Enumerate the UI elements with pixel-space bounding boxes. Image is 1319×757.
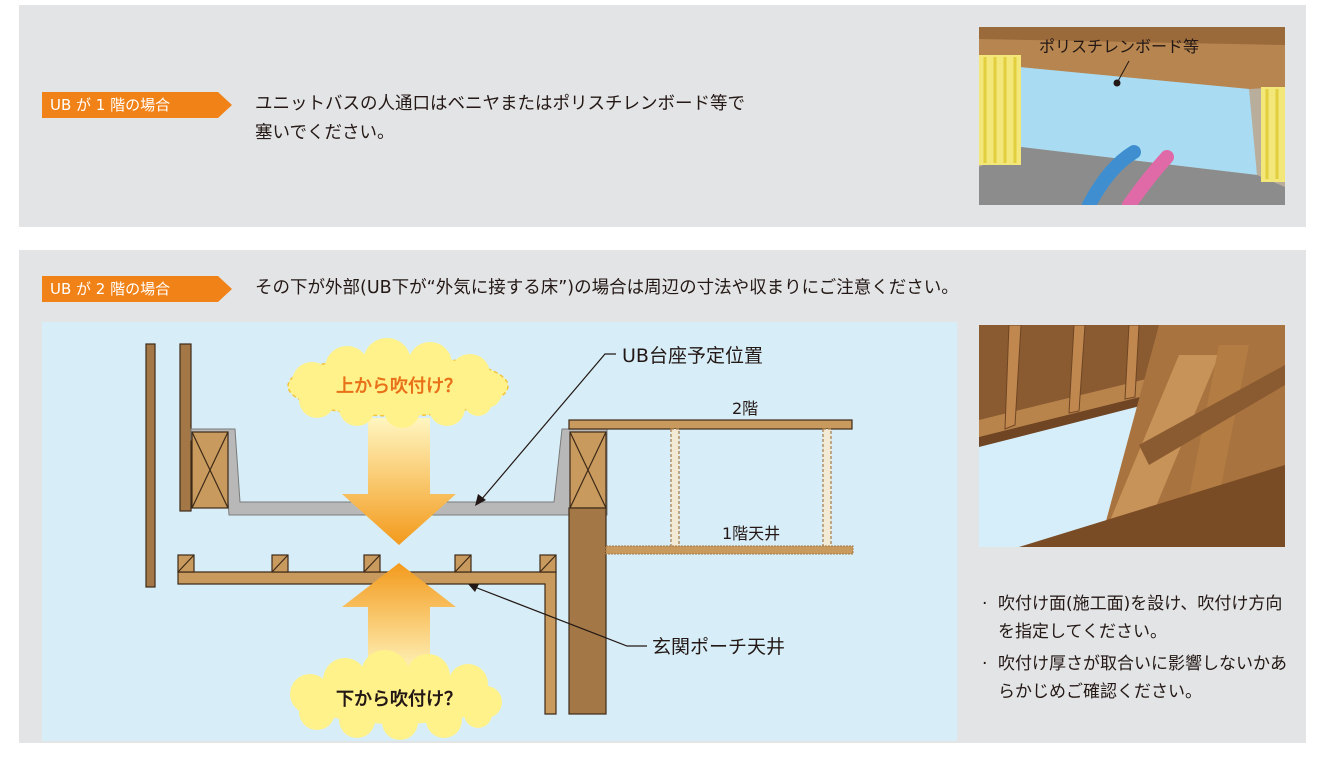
column-post <box>568 507 607 715</box>
badge-arrow-shape <box>42 92 232 118</box>
leader-porch-ceiling <box>471 585 647 647</box>
ub-2f-diagram: 上から吹付け？ 下から吹付け？ UB台座予定位置 2階 1階天井 玄関ポーチ天井 <box>42 322 957 741</box>
section1-text: ユニットバスの人通口はベニヤまたはポリスチレンボード等で 塞いでください。 <box>255 90 745 148</box>
leader-ub-base <box>480 353 616 501</box>
photo-label-polystyrene: ポリスチレンボード等 <box>1039 37 1199 56</box>
photo-polystyrene-board: ポリスチレンボード等 <box>979 27 1285 205</box>
note-text: 吹付け厚さが取合いに影響しないかあらかじめご確認ください。 <box>998 654 1287 702</box>
badge-arrow-shape <box>42 276 232 302</box>
wall-stud-outer <box>145 343 156 588</box>
badge-ub-1f-label: UB が 1 階の場合 <box>50 96 171 114</box>
cloud-spray-top: 上から吹付け？ <box>287 338 509 428</box>
section1-text-line1: ユニットバスの人通口はベニヤまたはポリスチレンボード等で <box>255 94 745 114</box>
beam-block-right <box>569 431 607 509</box>
label-ub-base: UB台座予定位置 <box>622 345 763 367</box>
porch-joists <box>177 554 557 573</box>
photo-attic-beams <box>979 325 1285 547</box>
notes-list: · 吹付け面(施工面)を設け、吹付け方向を指定してください。 · 吹付け厚さが取… <box>978 590 1288 710</box>
section1-text-line2: 塞いでください。 <box>255 123 395 143</box>
label-1f-ceiling: 1階天井 <box>722 524 780 543</box>
label-porch-ceiling: 玄関ポーチ天井 <box>652 636 785 658</box>
note-text: 吹付け面(施工面)を設け、吹付け方向を指定してください。 <box>998 594 1283 642</box>
floor-2f-beam <box>568 419 853 430</box>
badge-ub-2f-label: UB が 2 階の場合 <box>50 280 171 298</box>
ceiling-1f <box>605 545 854 555</box>
note-item: · 吹付け厚さが取合いに影響しないかあらかじめご確認ください。 <box>978 650 1288 706</box>
arrow-spray-from-top <box>342 418 456 545</box>
wall-stud-inner <box>179 343 192 512</box>
section2-heading: その下が外部(UB下が“外気に接する床”)の場合は周辺の寸法や収まりにご注意くだ… <box>255 278 959 298</box>
bullet-dot-icon: · <box>982 594 988 614</box>
note-item: · 吹付け面(施工面)を設け、吹付け方向を指定してください。 <box>978 590 1288 646</box>
cloud-spray-bottom: 下から吹付け？ <box>290 650 502 740</box>
cloud-top-label: 上から吹付け？ <box>336 375 462 397</box>
arrow-spray-from-bottom <box>342 563 456 675</box>
label-2f: 2階 <box>732 399 758 418</box>
beam-block-left <box>191 431 229 509</box>
bullet-dot-icon: · <box>982 654 988 674</box>
ceiling-hanger-right <box>822 428 832 551</box>
cloud-bottom-label: 下から吹付け？ <box>336 688 462 710</box>
ceiling-hanger-left <box>670 428 680 551</box>
